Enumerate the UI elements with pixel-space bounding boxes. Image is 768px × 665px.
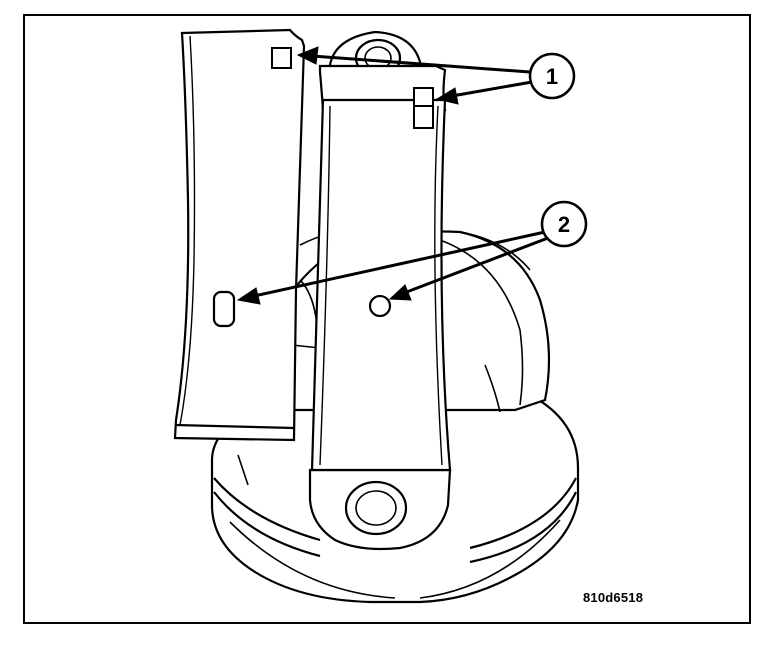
tang-left	[271, 47, 292, 69]
arrowhead-2b	[388, 284, 412, 301]
arrowhead-1b	[435, 87, 459, 105]
callout-leaders	[236, 46, 549, 305]
leader-1a	[311, 54, 531, 74]
callout-2-number: 2	[558, 212, 570, 237]
leader-2b	[403, 236, 549, 295]
figure-code: 810d6518	[583, 590, 644, 605]
oil-hole-slot	[212, 290, 236, 328]
leader-2a	[253, 230, 546, 298]
callout-1-number: 1	[546, 64, 558, 89]
connecting-rod-big-end	[308, 468, 452, 551]
oil-hole-round	[368, 294, 392, 318]
bearing-shell-right	[310, 64, 452, 472]
tang-right-upper	[413, 87, 434, 107]
tang-right-lower	[413, 105, 434, 129]
arrowhead-2a	[236, 287, 261, 305]
leader-1b	[451, 80, 533, 98]
arrowhead-1a	[296, 46, 319, 65]
bearing-shell-left	[173, 28, 306, 442]
callout-2: 2	[540, 200, 588, 248]
callout-1: 1	[528, 52, 576, 100]
